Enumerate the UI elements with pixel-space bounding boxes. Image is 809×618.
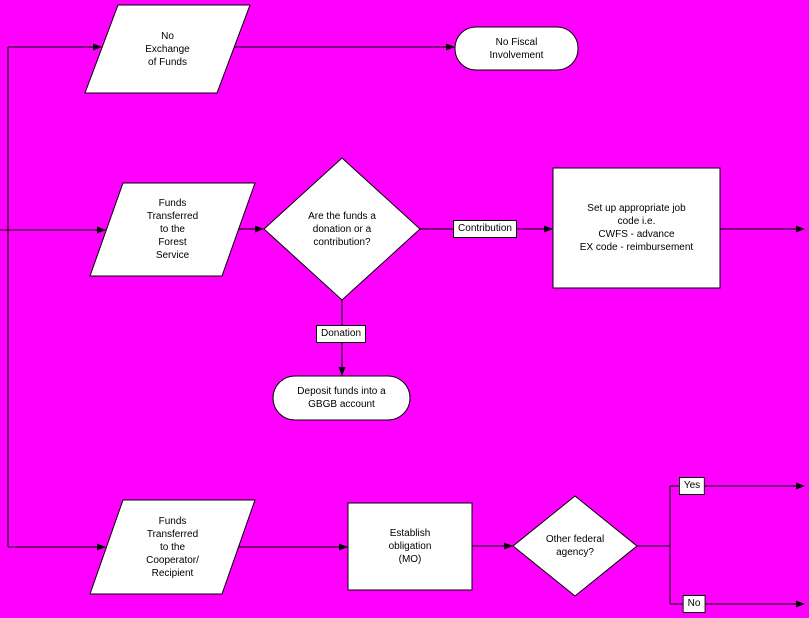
arrowhead-into-funds-cooperator [97, 543, 106, 551]
shape-setup-job-process [552, 167, 721, 289]
shape-funds-forest-parallelogram [89, 182, 256, 277]
arrowhead-into-funds-forest [97, 226, 106, 234]
arrowhead-into-deposit [338, 367, 346, 376]
arrowhead-into-donation-decision [255, 225, 264, 233]
edge-label-donation: Donation [315, 325, 367, 343]
arrowhead-yes-right-edge [796, 482, 805, 490]
shape-no-fiscal-terminator [454, 26, 579, 71]
shape-other-federal-decision-diamond [512, 495, 638, 597]
connector-layer [0, 46, 797, 605]
edge-label-contribution: Contribution [453, 220, 517, 238]
arrowhead-into-establish [339, 543, 348, 551]
shape-donation-decision-diamond [263, 157, 421, 301]
arrowhead-no-right-edge [796, 600, 805, 608]
shape-establish-process [347, 502, 473, 591]
arrowhead-setup-right-edge [796, 225, 805, 233]
arrowhead-into-other-federal [504, 542, 513, 550]
shape-no-exchange-parallelogram [84, 4, 251, 94]
arrowhead-into-no-exchange [93, 43, 102, 51]
edge-label-yes: Yes [678, 477, 706, 495]
arrowhead-into-setup-job [544, 225, 553, 233]
shape-deposit-terminator [272, 375, 411, 421]
shape-layer [84, 4, 721, 597]
arrowhead-layer [93, 43, 805, 608]
arrowhead-into-no-fiscal [446, 43, 455, 51]
shape-funds-cooperator-parallelogram [89, 499, 256, 595]
edge-label-no: No [682, 595, 706, 613]
